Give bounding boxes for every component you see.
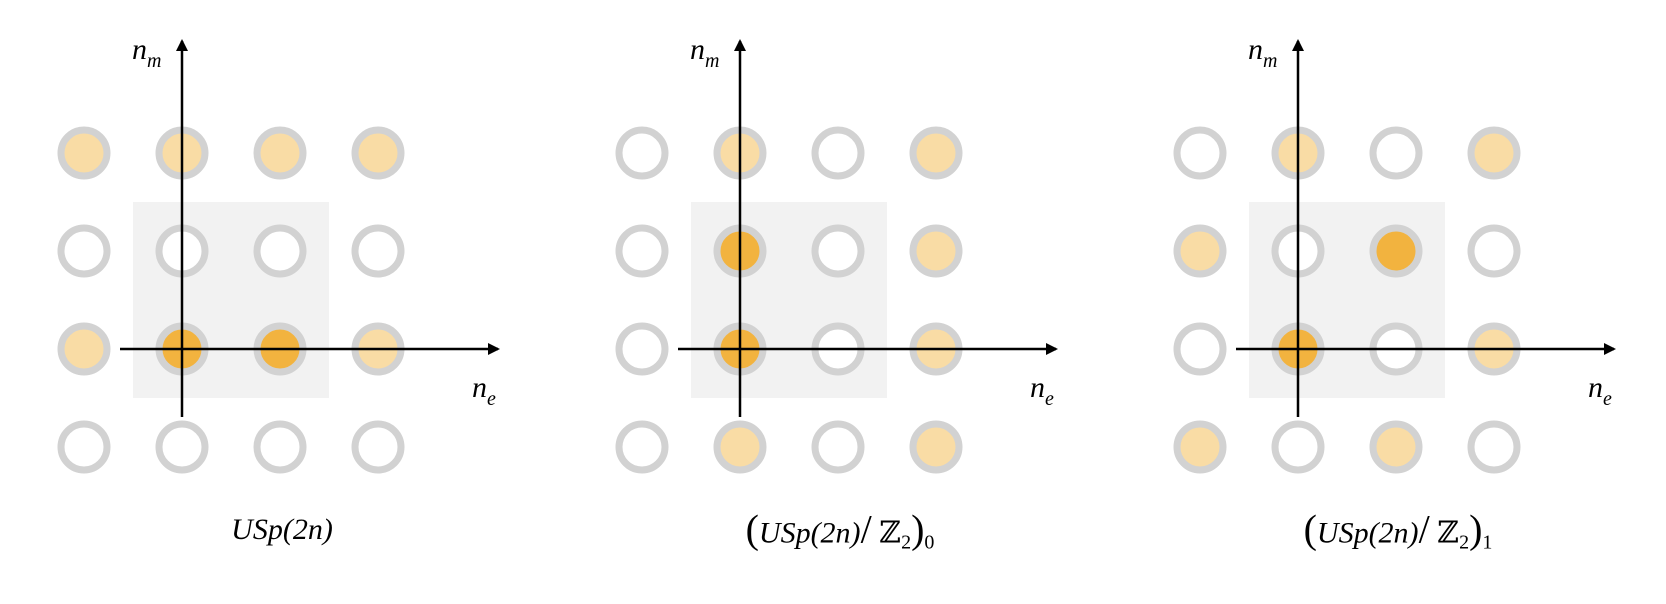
lattice-point-light xyxy=(713,420,767,474)
lattice-point-empty xyxy=(1173,322,1227,376)
lattice-point-empty xyxy=(615,322,669,376)
lattice-point-light xyxy=(1369,420,1423,474)
ne-axis-label: ne xyxy=(1030,371,1054,410)
lattice-point-empty xyxy=(57,224,111,278)
lattice-point-empty xyxy=(1173,126,1227,180)
nm-axis-label: nm xyxy=(1248,33,1277,72)
lattice-point-empty xyxy=(1271,420,1325,474)
panel-caption-1: USp(2n) xyxy=(231,513,333,546)
lattice-point-empty xyxy=(615,224,669,278)
ne-axis-label: ne xyxy=(1588,371,1612,410)
lattice-point-empty xyxy=(615,126,669,180)
ne-axis-label: ne xyxy=(472,371,496,410)
lattice-point-empty xyxy=(253,420,307,474)
lattice-point-empty xyxy=(1467,224,1521,278)
lattice-point-light xyxy=(1467,126,1521,180)
panel-1: ne nm xyxy=(57,33,500,474)
panel-caption-3: (USp(2n)/ ℤ2)1 xyxy=(1303,506,1493,554)
panel-3: ne nm xyxy=(1173,33,1616,474)
lattice-point-light xyxy=(253,126,307,180)
lattice-point-light xyxy=(1173,224,1227,278)
lattice-point-light xyxy=(909,420,963,474)
lattice-point-light xyxy=(909,224,963,278)
panel-2: ne nm xyxy=(615,33,1058,474)
lattice-point-light xyxy=(351,126,405,180)
lattice-point-empty xyxy=(811,126,865,180)
unit-cell xyxy=(691,202,887,398)
lattice-point-light xyxy=(57,322,111,376)
panel-caption-2: (USp(2n)/ ℤ2)0 xyxy=(745,506,935,554)
lattice-point-empty xyxy=(155,420,209,474)
lattice-point-light xyxy=(57,126,111,180)
lattice-point-empty xyxy=(351,224,405,278)
unit-cell xyxy=(133,202,329,398)
lattice-point-light xyxy=(1173,420,1227,474)
lattice-point-empty xyxy=(351,420,405,474)
lattice-point-empty xyxy=(57,420,111,474)
lattice-point-empty xyxy=(811,224,865,278)
lattice-point-empty xyxy=(615,420,669,474)
lattice-point-dark xyxy=(1369,224,1423,278)
nm-axis-label: nm xyxy=(690,33,719,72)
lattice-point-empty xyxy=(253,224,307,278)
nm-axis-label: nm xyxy=(132,33,161,72)
lattice-point-empty xyxy=(1369,126,1423,180)
lattice-point-empty xyxy=(1467,420,1521,474)
lattice-point-empty xyxy=(811,420,865,474)
unit-cell xyxy=(1249,202,1445,398)
lattice-point-light xyxy=(909,126,963,180)
